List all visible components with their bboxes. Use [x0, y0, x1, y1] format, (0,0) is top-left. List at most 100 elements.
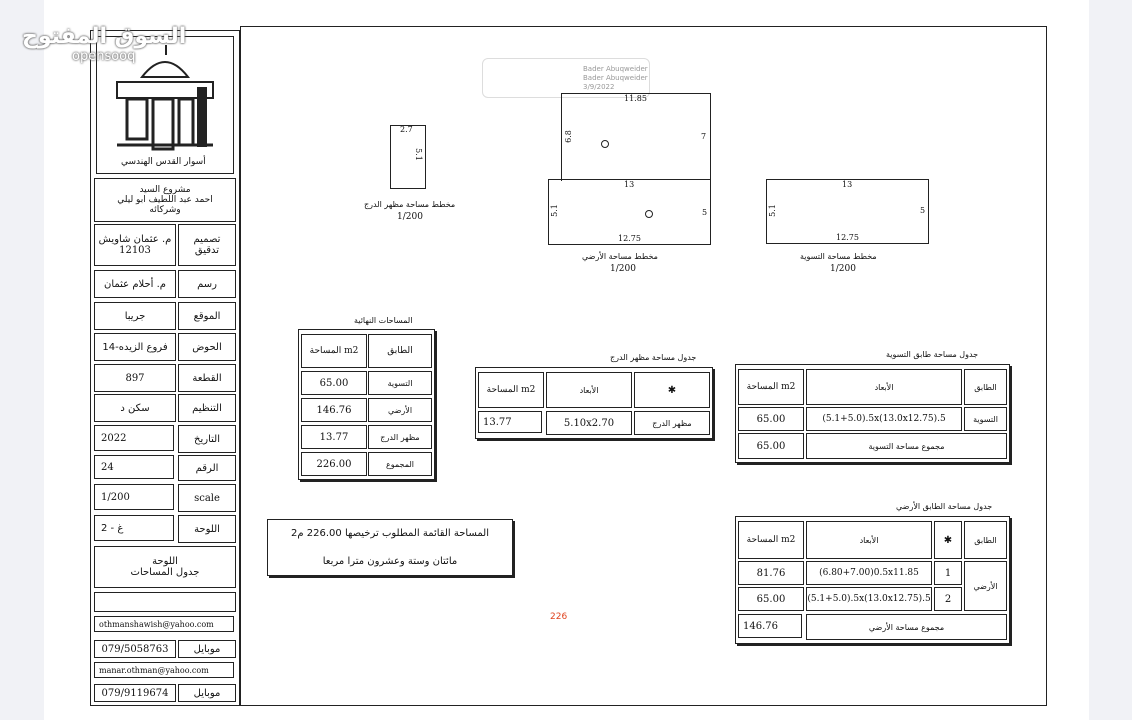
required-area-box: المساحة القائمة المطلوب ترخيصها 226.00 م… [267, 519, 513, 576]
date-label: التاريخ [178, 425, 236, 453]
project-owner-2: وشركائه [149, 205, 181, 215]
logo-graphic-icon [116, 45, 214, 151]
settle-h-area: المساحة m2 [738, 369, 804, 405]
mobile-2-label: موبايل [178, 684, 236, 702]
final-areas-table [298, 329, 435, 480]
ground-table-caption: جدول مساحة الطابق الأرضي [896, 502, 993, 511]
final-row-1-floor: التسوية [368, 371, 432, 395]
ground-plan-lower [548, 179, 711, 245]
ground-right-upper-dim: 7 [701, 132, 707, 141]
stair-width: 2.7 [400, 125, 413, 134]
digital-stamp: Bader Abuqweider Bader Abuqweider 3/9/20… [482, 58, 650, 98]
ground-h-floor: الطابق [964, 521, 1007, 559]
final-row-2-floor: الأرضي [368, 398, 432, 422]
sheet-value: غ - 2 [94, 515, 174, 541]
final-row-3-floor: مظهر الدرج [368, 425, 432, 449]
settle-h-floor: الطابق [964, 369, 1007, 405]
ground-plan-upper [561, 93, 711, 181]
designer-label: تصميم [193, 234, 221, 245]
stair-plan-shape [390, 125, 426, 189]
final-row-2-area: 146.76 [301, 398, 367, 422]
designer-check-labels: تصميم تدقيق [178, 224, 236, 266]
stair-h-area: المساحة m2 [478, 372, 544, 408]
final-areas-caption: المساحات النهائية [354, 316, 413, 325]
settle-table [735, 364, 1010, 463]
settle-top-dim: 13 [842, 180, 853, 189]
logo-caption: أسوار القدس الهندسي [121, 157, 206, 167]
ground-plan-caption: مخطط مساحة الأرضي [582, 252, 658, 261]
sheet-label: اللوحة [178, 515, 236, 543]
zoning-label: التنظيم [178, 394, 236, 422]
zoning-value: سكن د [94, 394, 176, 422]
ground-left-lower-dim: 5.1 [549, 204, 559, 217]
settle-dims: (5.1+5.0).5x(13.0x12.75).5 [806, 407, 962, 431]
stair-height: 5.1 [413, 148, 423, 161]
settle-left-dim: 5.1 [767, 204, 777, 217]
company-logo: أسوار القدس الهندسي [96, 36, 234, 174]
ground-row-2-dims: (5.1+5.0).5x(13.0x12.75).5 [806, 587, 932, 611]
final-row-1-area: 65.00 [301, 371, 367, 395]
ground-top-dim: 11.85 [624, 94, 647, 103]
final-row-4-floor: المجموع [368, 452, 432, 476]
stamp-line-1: Bader Abuqweider [583, 65, 648, 73]
number-value: 24 [94, 455, 174, 479]
project-box: مشروع السيد احمد عبد اللطيف ابو ليلي وشر… [94, 178, 236, 222]
ground-floor-name: الأرضي [964, 561, 1007, 611]
watermark-latin: opensooq [72, 49, 136, 64]
stair-dims: 5.10x2.70 [546, 411, 632, 435]
required-line-1: المساحة القائمة المطلوب ترخيصها 226.00 م… [291, 528, 489, 540]
blank-row [94, 592, 236, 612]
stair-name: مظهر الدرج [634, 411, 710, 435]
settle-bottom-dim: 12.75 [836, 233, 859, 242]
opensooq-watermark: السوق المفتوح opensooq [22, 24, 186, 64]
final-row-3-area: 13.77 [301, 425, 367, 449]
stair-table-caption: جدول مساحة مظهر الدرج [610, 353, 697, 362]
ground-plan-scale: 1/200 [610, 264, 636, 274]
drawing-frame [240, 26, 1047, 706]
stair-plan-caption: مخطط مساحة مظهر الدرج [364, 200, 456, 209]
project-title: مشروع السيد [139, 185, 191, 195]
parcel-value: 897 [94, 364, 176, 392]
sheet-title-value: جدول المساحات [130, 567, 200, 578]
ground-right-lower-dim: 5 [702, 208, 708, 217]
ground-h-star: ✱ [934, 521, 962, 559]
settle-table-caption: جدول مساحة طابق التسوية [886, 350, 979, 359]
ground-left-upper-dim: 6.8 [563, 130, 573, 143]
settle-floor: التسوية [964, 407, 1007, 431]
location-value: جريبا [94, 302, 176, 330]
basin-value: فروع الزيده-14 [94, 333, 176, 361]
sheet-title-label: اللوحة [152, 556, 178, 567]
check-label: تدقيق [194, 245, 220, 256]
stamp-line-2: Bader Abuqweider [583, 74, 648, 82]
title-block [90, 30, 240, 706]
ground-total-area: 146.76 [738, 614, 802, 638]
designer-check-values: م. عثمان شاويش 12103 [94, 224, 176, 266]
ground-row-1-n: 1 [934, 561, 962, 585]
number-label: الرقم [178, 455, 236, 481]
stair-h-star: ✱ [634, 372, 710, 408]
date-value: 2022 [94, 425, 174, 451]
ground-bottom-dim: 12.75 [618, 234, 641, 243]
ground-row-2-area: 65.00 [738, 587, 804, 611]
required-line-2: مائتان وستة وعشرون مترا مربعا [322, 555, 458, 567]
ground-marker-1 [601, 140, 609, 148]
final-h-floor: الطابق [368, 334, 432, 368]
scale-value: 1/200 [94, 484, 174, 510]
ground-row-2-n: 2 [934, 587, 962, 611]
mobile-1: 079/5058763 [94, 640, 176, 658]
ground-h-area: المساحة m2 [738, 521, 804, 559]
project-owner: احمد عبد اللطيف ابو ليلي [117, 195, 213, 205]
final-row-4-area: 226.00 [301, 452, 367, 476]
draw-label: رسم [178, 270, 236, 298]
settle-right-dim: 5 [920, 206, 926, 215]
final-h-area: المساحة m2 [301, 334, 367, 368]
email-1: othmanshawish@yahoo.com [94, 616, 234, 632]
email-2: manar.othman@yahoo.com [94, 662, 234, 678]
watermark-arabic: السوق المفتوح [22, 24, 187, 49]
draw-value: م. أحلام عثمان [94, 270, 176, 298]
scale-label: scale [178, 484, 236, 512]
parcel-label: القطعة [178, 364, 236, 392]
settle-h-dims: الأبعاد [806, 369, 962, 405]
ground-h-dims: الأبعاد [806, 521, 932, 559]
settle-total-area: 65.00 [738, 433, 804, 459]
